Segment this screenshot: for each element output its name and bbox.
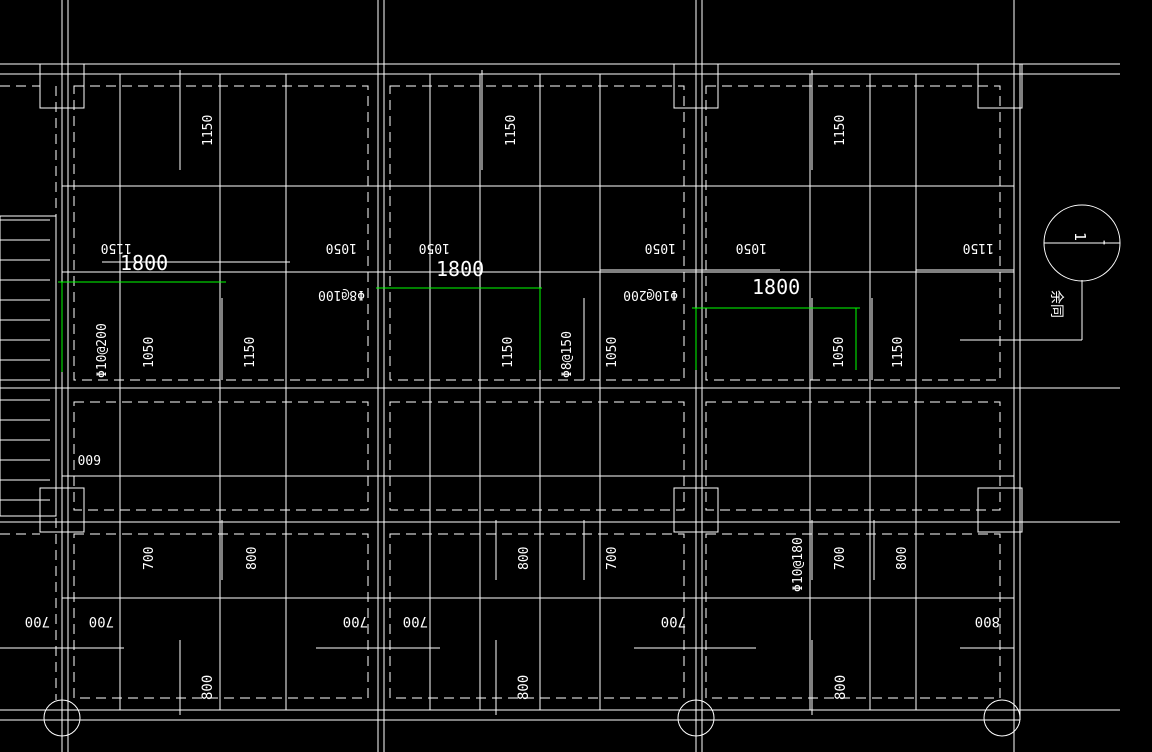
dim-bottom-a-6: 800 bbox=[975, 613, 1000, 629]
dim-bottom-a-5: 700 bbox=[661, 613, 686, 629]
dim-upper-6: 1150 bbox=[963, 240, 994, 255]
section-mark-sub: - bbox=[1096, 238, 1114, 247]
column-box bbox=[39, 487, 85, 533]
slab-panel-middle bbox=[705, 401, 1001, 511]
dim-lower-2: 800 bbox=[245, 547, 260, 570]
structural-frame bbox=[0, 0, 1120, 752]
slab-panel-lower bbox=[389, 533, 685, 699]
slab-panel-middle bbox=[389, 401, 685, 511]
slab-panel-lower bbox=[73, 533, 369, 699]
column-box bbox=[673, 487, 719, 533]
rebar-label-phi8-150: Φ8@150 bbox=[560, 331, 575, 378]
dim-upper-1: 1150 bbox=[101, 240, 132, 255]
dim-bottom-a-4: 700 bbox=[403, 613, 428, 629]
rebar-label-phi10-180: Φ10@180 bbox=[791, 537, 806, 592]
column-markers bbox=[43, 699, 1021, 737]
dim-lower-6: 800 bbox=[895, 547, 910, 570]
grid-bubble bbox=[677, 699, 715, 737]
dim-mid-4: 1050 bbox=[605, 337, 620, 368]
section-mark-caption: 余同 bbox=[1048, 290, 1065, 318]
dim-bottom-a-3: 700 bbox=[343, 613, 368, 629]
rebar-label-phi8-100: Φ8@100 bbox=[318, 287, 365, 302]
slab-panel-middle bbox=[73, 401, 369, 511]
slab-panel-upper bbox=[705, 85, 1001, 381]
dim-lower-1: 700 bbox=[142, 547, 157, 570]
span-label-2: 1800 bbox=[436, 257, 484, 281]
span-label-1: 1800 bbox=[120, 251, 168, 275]
dim-upper-5: 1050 bbox=[736, 240, 767, 255]
dim-mid-1: 1050 bbox=[142, 337, 157, 368]
dim-bottom-b-1: 800 bbox=[200, 675, 216, 700]
section-mark: 1 - 余同 bbox=[960, 204, 1121, 341]
dim-upper-3: 1050 bbox=[419, 240, 450, 255]
dim-mid-6: 1150 bbox=[891, 337, 906, 368]
rebar-label-phi10-200-b: Φ10@200 bbox=[623, 287, 678, 302]
dim-lower-4: 700 bbox=[605, 547, 620, 570]
grid-bubble bbox=[43, 699, 81, 737]
dim-mid-3: 1150 bbox=[501, 337, 516, 368]
dim-top-1: 1150 bbox=[201, 115, 216, 146]
hidden-lines bbox=[0, 85, 1001, 700]
slab-panel-upper bbox=[73, 85, 369, 381]
dim-bottom-b-2: 800 bbox=[516, 675, 532, 700]
dim-upper-4: 1050 bbox=[645, 240, 676, 255]
dim-top-2: 1150 bbox=[504, 115, 519, 146]
dim-mid-5: 1050 bbox=[832, 337, 847, 368]
section-mark-number: 1 bbox=[1071, 232, 1089, 241]
dim-lower-3: 800 bbox=[517, 547, 532, 570]
rebar-label-phi10-200-a: Φ10@200 bbox=[95, 323, 110, 378]
dim-lower-5: 700 bbox=[833, 547, 848, 570]
slab-panel-upper bbox=[389, 85, 685, 381]
span-label-3: 1800 bbox=[752, 275, 800, 299]
grid-bubble bbox=[983, 699, 1021, 737]
dim-left-detail: 600 bbox=[78, 451, 101, 466]
dim-upper-2: 1050 bbox=[326, 240, 357, 255]
highlight-dimension-lines bbox=[58, 281, 860, 372]
dim-top-3: 1150 bbox=[833, 115, 848, 146]
dim-bottom-b-3: 800 bbox=[833, 675, 849, 700]
slab-panel-lower bbox=[705, 533, 1001, 699]
dim-bottom-a-2: 700 bbox=[89, 613, 114, 629]
dim-mid-2: 1150 bbox=[243, 337, 258, 368]
dim-bottom-a-1: 700 bbox=[25, 613, 50, 629]
column-box bbox=[673, 63, 719, 109]
